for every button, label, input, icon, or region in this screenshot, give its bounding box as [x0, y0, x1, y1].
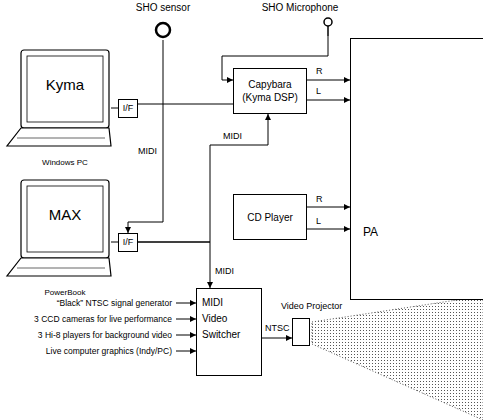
- computer-software-label: Kyma: [46, 76, 84, 93]
- sensor-symbol: [156, 23, 170, 37]
- interface-box: I/F: [118, 99, 138, 118]
- signal-label: NTSC: [264, 323, 291, 334]
- signal-connector: [138, 104, 233, 105]
- microphone-stand: [327, 26, 329, 36]
- interface-label: I/F: [123, 237, 134, 248]
- input-arrow: [176, 303, 196, 304]
- input-arrow: [176, 319, 196, 320]
- projector-label: Video Projector: [281, 301, 342, 312]
- switcher-box: MIDI Video Switcher: [196, 288, 262, 376]
- computer-model-label: Windows PC: [42, 158, 88, 168]
- signal-connector: [111, 108, 118, 109]
- laptop-lid: [21, 50, 109, 128]
- signal-label: L: [315, 216, 322, 227]
- video-source-label: 3 CCD cameras for live performance: [34, 314, 172, 324]
- laptop-screen: [27, 56, 103, 122]
- laptop-screen: [27, 186, 103, 252]
- signal-connector: [138, 242, 210, 288]
- switcher-label: MIDI Video Switcher: [202, 295, 246, 343]
- microphone-symbol: [324, 18, 332, 26]
- input-arrow: [176, 335, 196, 336]
- laptop-keyboard: [17, 138, 105, 139]
- computer-model-label: PowerBook: [45, 288, 86, 298]
- computer-software-label: MAX: [49, 206, 82, 223]
- microphone-node: SHO Microphone: [258, 2, 342, 36]
- signal-label: MIDI: [222, 131, 243, 142]
- sensor-node: SHO sensor: [125, 2, 201, 40]
- signal-connector: [307, 80, 350, 81]
- pa-box: PA: [350, 38, 483, 300]
- laptop-outline: [5, 178, 111, 300]
- signal-connector: [307, 207, 350, 208]
- signal-connector: [111, 242, 118, 243]
- laptop-computer: MAX PowerBook: [5, 178, 111, 300]
- signal-label: L: [315, 86, 322, 97]
- interface-label: I/F: [123, 103, 134, 114]
- projector-box: Video Projector: [292, 318, 310, 346]
- laptop-base: [7, 128, 111, 146]
- cd-player-label: CD Player: [247, 211, 293, 224]
- signal-label: R: [315, 66, 324, 77]
- laptop-outline: [5, 48, 111, 170]
- video-source-label: 3 Hi-8 players for background video: [38, 330, 172, 340]
- signal-connector: [307, 229, 350, 230]
- video-source-label: “Black” NTSC signal generator: [57, 298, 172, 308]
- microphone-label: SHO Microphone: [262, 2, 339, 14]
- signal-label: MIDI: [137, 146, 158, 157]
- signal-label: MIDI: [214, 266, 235, 277]
- signal-connector: [128, 40, 163, 233]
- laptop-lid: [21, 180, 109, 258]
- laptop-keyboard: [17, 268, 105, 269]
- pa-label: PA: [363, 225, 483, 239]
- signal-connector: [262, 338, 292, 339]
- laptop-base: [7, 258, 111, 276]
- projection-beam: [312, 296, 483, 420]
- signal-label: R: [315, 194, 324, 205]
- video-source-label: Live computer graphics (Indy/PC): [46, 346, 172, 356]
- input-arrow: [176, 351, 196, 352]
- cd-player-box: CD Player: [233, 194, 307, 240]
- dsp-box: Capybara (Kyma DSP): [233, 68, 307, 114]
- sensor-label: SHO sensor: [136, 2, 190, 14]
- dsp-label: Capybara (Kyma DSP): [240, 78, 300, 104]
- laptop-computer: KymaWindows PC: [5, 48, 111, 170]
- interface-box: I/F: [118, 233, 138, 252]
- signal-connector: [307, 100, 350, 101]
